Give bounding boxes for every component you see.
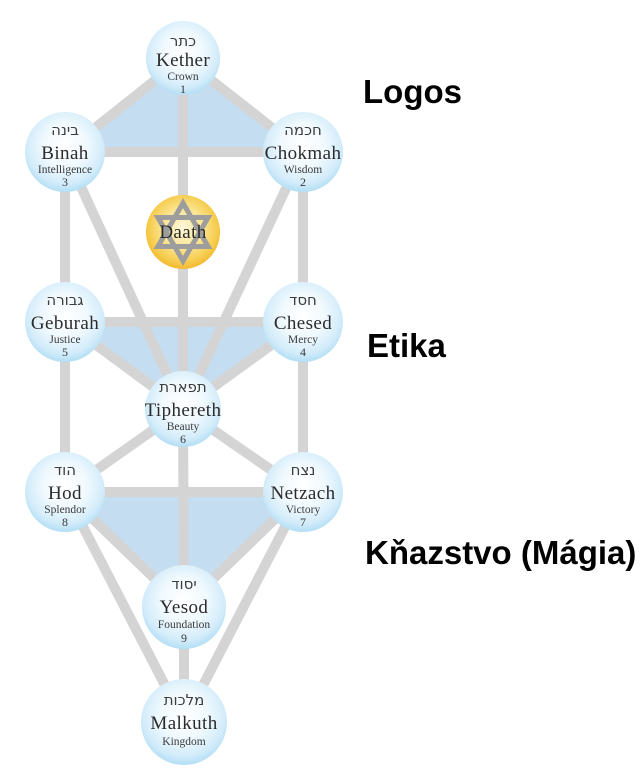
path-netzach-malkuth <box>179 489 308 725</box>
tiphereth-number: 6 <box>180 432 186 446</box>
chesed-number: 4 <box>300 345 306 359</box>
hod-subtitle: Splendor <box>44 504 86 516</box>
star-of-david-icon <box>153 197 213 267</box>
daath-circle <box>146 195 220 269</box>
path-binah-tiphereth <box>60 149 188 412</box>
malkuth-subtitle: Kingdom <box>162 736 206 748</box>
netzach-subtitle: Victory <box>286 504 321 516</box>
kether-subtitle: Crown <box>167 71 199 83</box>
binah-circle <box>25 112 105 192</box>
tiphereth-hebrew: תפארת <box>159 378 207 396</box>
malkuth-hebrew: מלכות <box>164 691 205 709</box>
netzach-number: 7 <box>300 515 306 529</box>
kether-name: Kether <box>156 50 210 71</box>
node-malkuth: מלכות Malkuth Kingdom <box>141 679 227 765</box>
binah-number: 3 <box>62 175 68 189</box>
node-netzach: נצח Netzach Victory 7 <box>263 452 343 532</box>
node-chesed: חסד Chesed Mercy 4 <box>263 282 343 362</box>
node-hod: הוד Hod Splendor 8 <box>25 452 105 532</box>
yesod-subtitle: Foundation <box>158 619 211 631</box>
chokmah-hebrew: חכמה <box>284 121 322 139</box>
section-label-logos: Logos <box>363 73 462 110</box>
chokmah-number: 2 <box>300 175 306 189</box>
node-daath: Daath <box>146 195 220 269</box>
geburah-number: 5 <box>62 345 68 359</box>
kether-number: 1 <box>180 82 186 96</box>
tiphereth-name: Tiphereth <box>145 400 222 421</box>
hod-circle <box>25 452 105 532</box>
star-triangle-down <box>153 215 213 267</box>
binah-hebrew: בינה <box>51 121 79 139</box>
hod-hebrew: הוד <box>54 461 76 479</box>
chokmah-circle <box>263 112 343 192</box>
node-tiphereth: תפארת Tiphereth Beauty 6 <box>145 371 222 447</box>
kether-hebrew: כתר <box>170 32 196 50</box>
netzach-name: Netzach <box>270 483 335 504</box>
netzach-circle <box>263 452 343 532</box>
geburah-name: Geburah <box>31 313 99 334</box>
section-label-etika: Etika <box>367 327 447 364</box>
geburah-circle <box>25 282 105 362</box>
node-binah: בינה Binah Intelligence 3 <box>25 112 105 192</box>
tiphereth-circle <box>145 371 221 447</box>
star-triangle-up <box>153 197 213 249</box>
binah-subtitle: Intelligence <box>38 164 92 176</box>
tiphereth-subtitle: Beauty <box>167 421 200 433</box>
kether-circle <box>146 21 220 95</box>
chokmah-name: Chokmah <box>265 143 342 164</box>
path-chokmah-tiphereth <box>178 149 308 412</box>
node-kether: כתר Kether Crown 1 <box>146 21 220 96</box>
hod-name: Hod <box>48 483 82 504</box>
node-geburah: גבורה Geburah Justice 5 <box>25 282 105 362</box>
geburah-subtitle: Justice <box>49 334 80 346</box>
malkuth-circle <box>141 679 227 765</box>
yesod-number: 9 <box>181 631 187 645</box>
malkuth-name: Malkuth <box>150 713 217 734</box>
section-labels: Logos Etika Kňazstvo (Mágia) <box>363 73 636 571</box>
chokmah-subtitle: Wisdom <box>284 164 323 176</box>
netzach-hebrew: נצח <box>291 461 316 479</box>
binah-name: Binah <box>41 143 88 164</box>
yesod-hebrew: יסוד <box>171 575 196 593</box>
path-hod-malkuth <box>60 489 189 725</box>
daath-name: Daath <box>159 222 206 243</box>
chesed-circle <box>263 282 343 362</box>
node-chokmah: חכמה Chokmah Wisdom 2 <box>263 112 343 192</box>
geburah-hebrew: גבורה <box>46 291 83 309</box>
node-yesod: יסוד Yesod Foundation 9 <box>142 565 226 649</box>
yesod-circle <box>142 565 226 649</box>
hod-number: 8 <box>62 515 68 529</box>
section-label-magia: Kňazstvo (Mágia) <box>365 534 636 571</box>
chesed-hebrew: חסד <box>289 291 317 309</box>
yesod-name: Yesod <box>160 597 209 618</box>
chesed-subtitle: Mercy <box>288 334 318 346</box>
chesed-name: Chesed <box>274 313 332 334</box>
